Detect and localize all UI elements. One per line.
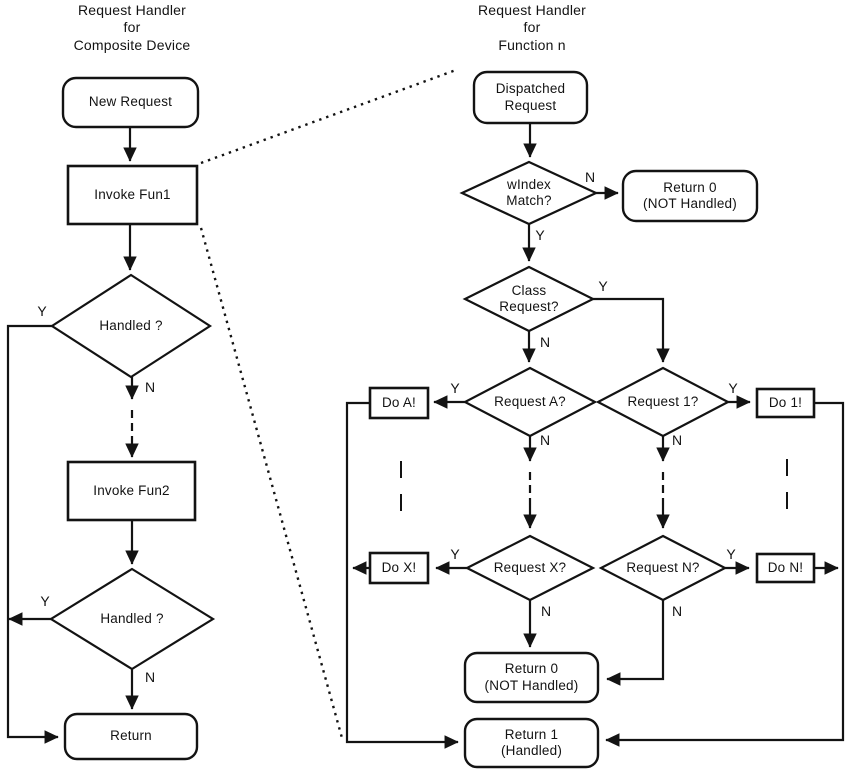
node-class-request-shape	[462, 265, 596, 333]
node-dispatched-shape	[472, 70, 589, 125]
node-request-x-shape	[464, 534, 596, 602]
node-handled1-shape	[49, 273, 213, 379]
line-doA-down-to-return1	[345, 401, 459, 749]
arrow-requestN-no-to-return0	[606, 600, 665, 686]
line-do1-down-to-return1	[605, 401, 845, 747]
node-request-a-shape	[462, 366, 598, 438]
node-request-n-shape	[598, 534, 728, 602]
node-return1-shape	[463, 717, 600, 769]
node-return-shape	[63, 712, 199, 761]
node-do-x-shape	[368, 551, 430, 585]
arrow-handled1-yes-to-return	[6, 324, 59, 744]
zoom-connector-bottom-line	[199, 227, 344, 739]
node-request-1-shape	[595, 366, 731, 438]
node-do-a-shape	[368, 386, 430, 420]
arrow-class-yes-to-request1	[593, 297, 670, 363]
node-do-1-shape	[755, 387, 816, 419]
node-return0-top-shape	[621, 169, 759, 223]
node-invoke-fun2-shape	[66, 460, 197, 522]
node-return0-bottom-shape	[463, 651, 600, 704]
node-handled2-shape	[48, 567, 216, 671]
node-windex-shape	[459, 160, 599, 226]
node-do-n-shape	[755, 552, 816, 584]
node-invoke-fun1-shape	[66, 164, 199, 226]
node-new-request-shape	[61, 76, 200, 129]
zoom-connector-top-line	[200, 68, 457, 165]
